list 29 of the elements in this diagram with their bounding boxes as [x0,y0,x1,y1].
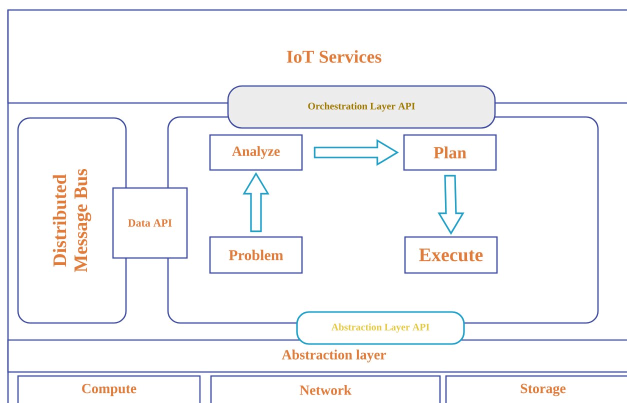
resource-box [17,375,201,403]
process-box [209,134,303,171]
box-label: Abstraction layer [282,350,386,362]
box-label: IoT Services [286,50,382,63]
box-label: Network [300,385,352,395]
api-pill [296,311,465,345]
resource-box [445,375,627,403]
block-arrow [242,172,270,232]
box-label: Storage [520,384,566,396]
message-bus-box [17,117,127,324]
box-label: Abstraction Layer API [331,323,430,333]
api-pill [227,85,496,129]
process-box [403,134,497,171]
block-arrow [314,139,399,166]
resource-box [210,375,441,403]
box-label: Execute [419,248,483,262]
process-box [209,236,303,274]
block-arrow [438,174,464,235]
service-band [7,9,627,104]
box-label: Plan [434,146,466,158]
layer-band [7,339,627,373]
api-box [112,187,188,259]
box-label: Data API [128,219,172,227]
box-label: Compute [82,384,136,396]
process-box [404,236,498,274]
box-label: Analyze [232,146,280,159]
bus-label: Distributed Message Bus [52,168,92,272]
box-label: Problem [228,250,284,260]
box-label: Orchestration Layer API [308,102,415,112]
